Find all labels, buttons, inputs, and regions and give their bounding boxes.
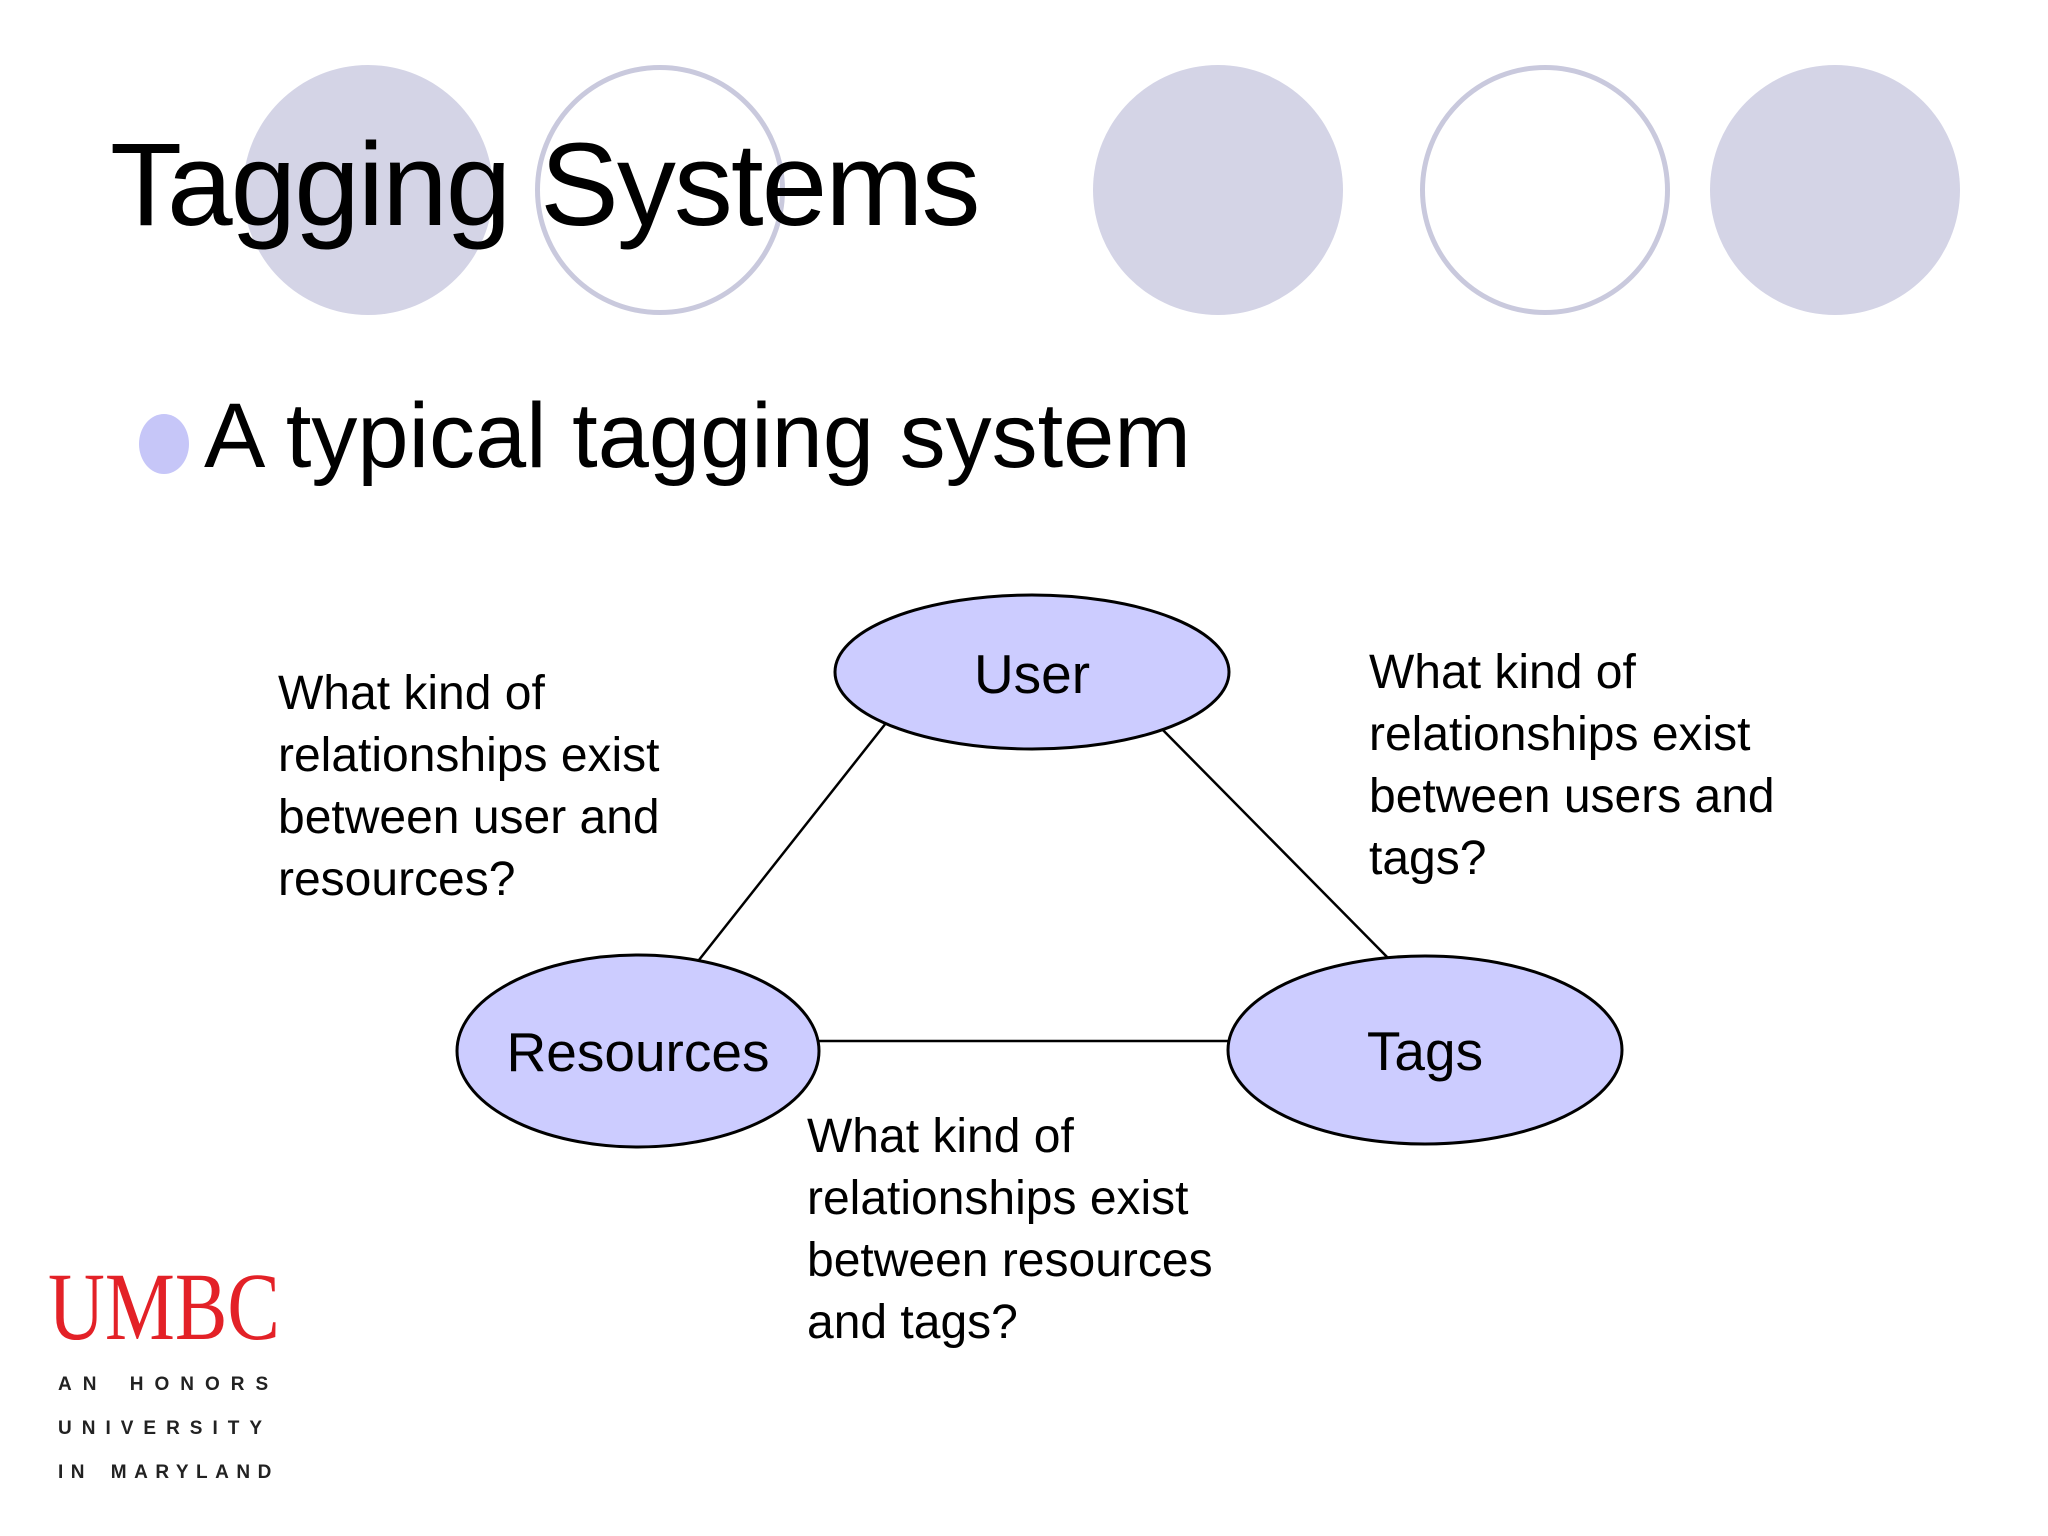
page-title: Tagging Systems <box>110 119 981 251</box>
annotation-resources-tags: What kind of relationships exist between… <box>807 1110 1213 1349</box>
annotation-user-resources: What kind of relationships exist between… <box>278 667 660 906</box>
decor-circle-outline-1 <box>535 65 785 315</box>
decor-circle-filled-3 <box>1710 65 1960 315</box>
edge-user-resources <box>694 717 891 966</box>
bullet-text: A typical tagging system <box>204 385 1191 487</box>
decor-circle-filled-2 <box>1093 65 1343 315</box>
node-user-label: User <box>973 643 1091 705</box>
umbc-tagline-line2: UNIVERSITY <box>58 1418 273 1439</box>
umbc-tagline-line3: IN MARYLAND <box>58 1462 279 1483</box>
node-resources-label: Resources <box>506 1021 770 1083</box>
node-tags-ellipse <box>1226 954 1624 1146</box>
node-resources-ellipse <box>455 953 821 1149</box>
edge-user-tags <box>1154 721 1393 963</box>
node-user-ellipse <box>833 593 1231 751</box>
decor-circle-outline-2 <box>1420 65 1670 315</box>
decor-circle-filled-1 <box>243 65 493 315</box>
annotation-user-tags: What kind of relationships exist between… <box>1369 646 1775 885</box>
umbc-tagline-line1: AN HONORS <box>58 1374 280 1395</box>
bullet-icon <box>139 414 189 474</box>
node-tags-label: Tags <box>1366 1020 1484 1082</box>
umbc-wordmark: UMBC <box>48 1253 280 1360</box>
